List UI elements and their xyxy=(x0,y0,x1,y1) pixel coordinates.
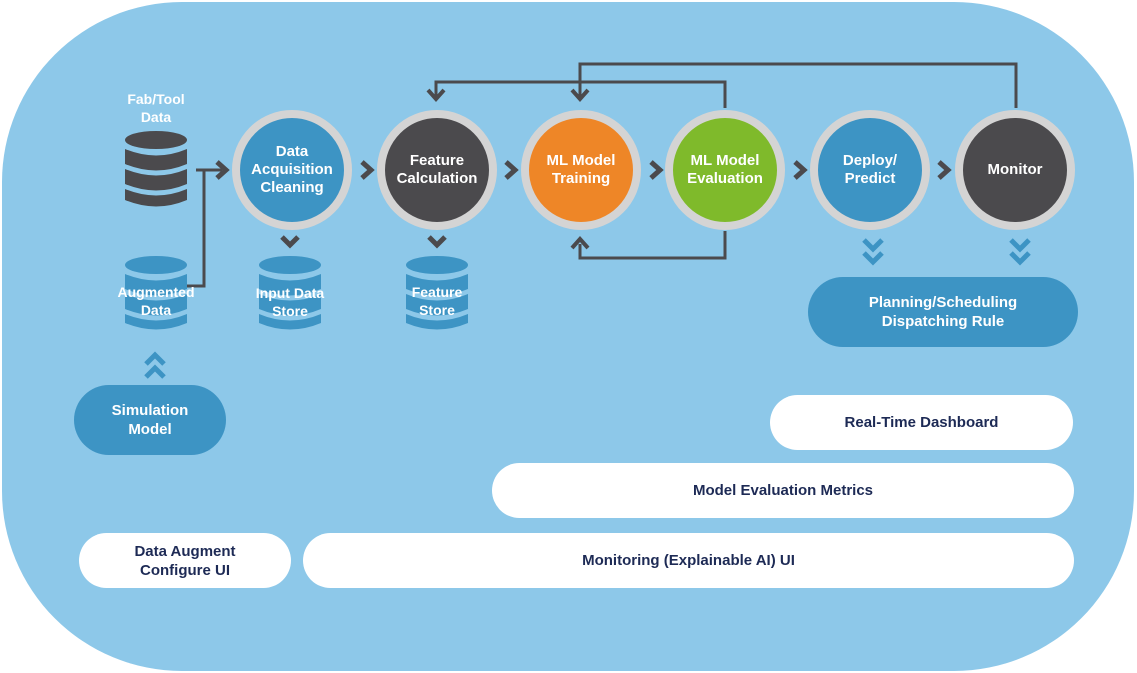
fab-tool-database-icon xyxy=(125,131,187,207)
feature-loop-arrowhead-icon xyxy=(426,88,446,103)
acquisition-to-store-arrow-icon xyxy=(280,235,300,249)
feature-to-store-arrow-icon xyxy=(427,235,447,249)
evaluation-to-training-bottom-loop xyxy=(578,231,727,260)
deploy-to-planning-arrow-icon xyxy=(862,238,884,266)
simulation-model-pill[interactable]: Simulation Model xyxy=(74,385,226,455)
input-data-store-label: Input Data Store xyxy=(255,285,325,319)
augmented-data-label: Augmented Data xyxy=(117,284,195,318)
monitor-to-planning-arrow-icon xyxy=(1009,238,1031,266)
augmented-database-icon xyxy=(125,256,187,330)
augmented-to-pipeline-line xyxy=(187,168,219,288)
training-loop-arrowhead-icon xyxy=(570,88,590,103)
evaluation-to-deploy-arrow-icon xyxy=(795,162,804,178)
input-data-store-database-icon xyxy=(259,256,321,330)
simulation-to-augmented-arrow-icon xyxy=(144,351,166,379)
training-to-evaluation-arrow-icon xyxy=(651,162,660,178)
ml-model-training-node[interactable]: ML Model Training xyxy=(521,110,641,230)
data-acquisition-node[interactable]: Data Acquisition Cleaning xyxy=(232,110,352,230)
feature-to-training-arrow-icon xyxy=(506,162,515,178)
deploy-to-monitor-arrow-icon xyxy=(939,162,948,178)
feature-store-database-icon xyxy=(406,256,468,330)
feature-calculation-node[interactable]: Feature Calculation xyxy=(377,110,497,230)
data-augment-configure-ui-pill[interactable]: Data Augment Configure UI xyxy=(79,533,291,588)
acquisition-to-feature-arrow-icon xyxy=(362,162,371,178)
fab-tool-data-label: Fab/Tool Data xyxy=(127,91,185,125)
model-evaluation-metrics-pill[interactable]: Model Evaluation Metrics xyxy=(492,463,1074,518)
ml-model-evaluation-node[interactable]: ML Model Evaluation xyxy=(665,110,785,230)
deploy-predict-node[interactable]: Deploy/ Predict xyxy=(810,110,930,230)
training-bottom-arrowhead-icon xyxy=(570,235,590,250)
feature-store-label: Feature Store xyxy=(411,284,463,318)
planning-scheduling-pill[interactable]: Planning/Scheduling Dispatching Rule xyxy=(808,277,1078,347)
real-time-dashboard-pill[interactable]: Real-Time Dashboard xyxy=(770,395,1073,450)
monitor-node[interactable]: Monitor xyxy=(955,110,1075,230)
monitoring-explainable-ai-ui-pill[interactable]: Monitoring (Explainable AI) UI xyxy=(303,533,1074,588)
monitor-to-training-loop xyxy=(578,62,1018,108)
